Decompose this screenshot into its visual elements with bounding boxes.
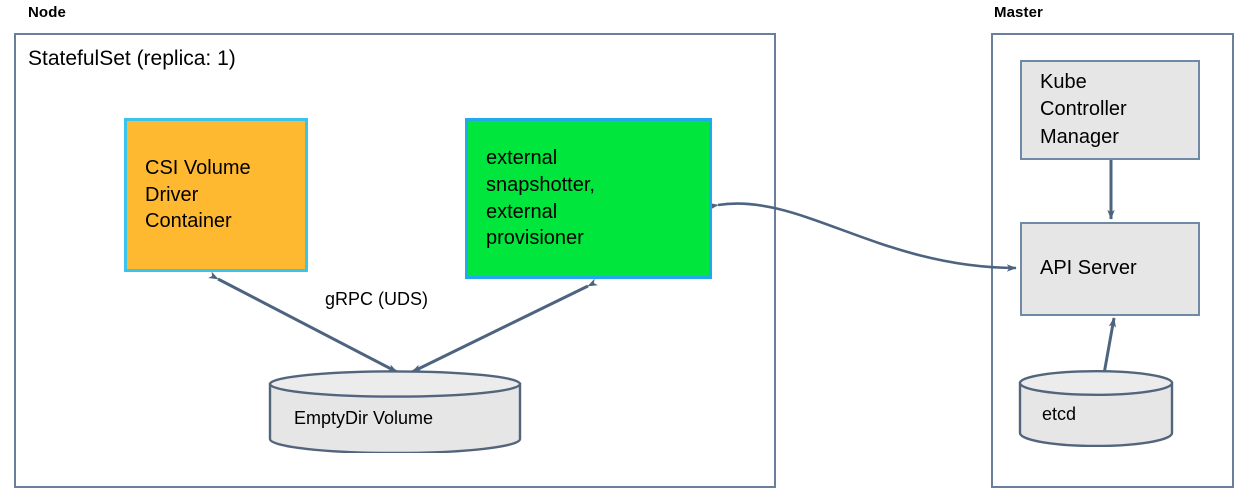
api-server-box[interactable]: API Server: [1020, 222, 1200, 316]
emptydir-volume-cylinder[interactable]: EmptyDir Volume: [268, 370, 522, 455]
external-snapshotter-provisioner-box[interactable]: external snapshotter, external provision…: [465, 118, 712, 279]
etcd-cylinder[interactable]: etcd: [1018, 369, 1174, 448]
csi-volume-driver-container-box[interactable]: CSI Volume Driver Container: [124, 118, 308, 272]
csi-volume-driver-container-label: CSI Volume Driver Container: [145, 157, 251, 233]
etcd-shape: [1018, 369, 1174, 448]
external-snapshotter-provisioner-label: external snapshotter, external provision…: [486, 147, 595, 250]
master-group-label: Master: [994, 4, 1043, 21]
etcd-label: etcd: [1042, 404, 1077, 424]
kube-controller-manager-label: Kube Controller Manager: [1040, 71, 1127, 148]
emptydir-volume-label: EmptyDir Volume: [294, 408, 434, 428]
emptydir-volume-shape: [268, 370, 522, 455]
kube-controller-manager-box[interactable]: Kube Controller Manager: [1020, 60, 1200, 160]
grpc-uds-edge-label: gRPC (UDS): [322, 289, 432, 310]
node-group-label: Node: [28, 4, 66, 21]
statefulset-title: StatefulSet (replica: 1): [28, 47, 236, 70]
api-server-label: API Server: [1040, 257, 1137, 280]
